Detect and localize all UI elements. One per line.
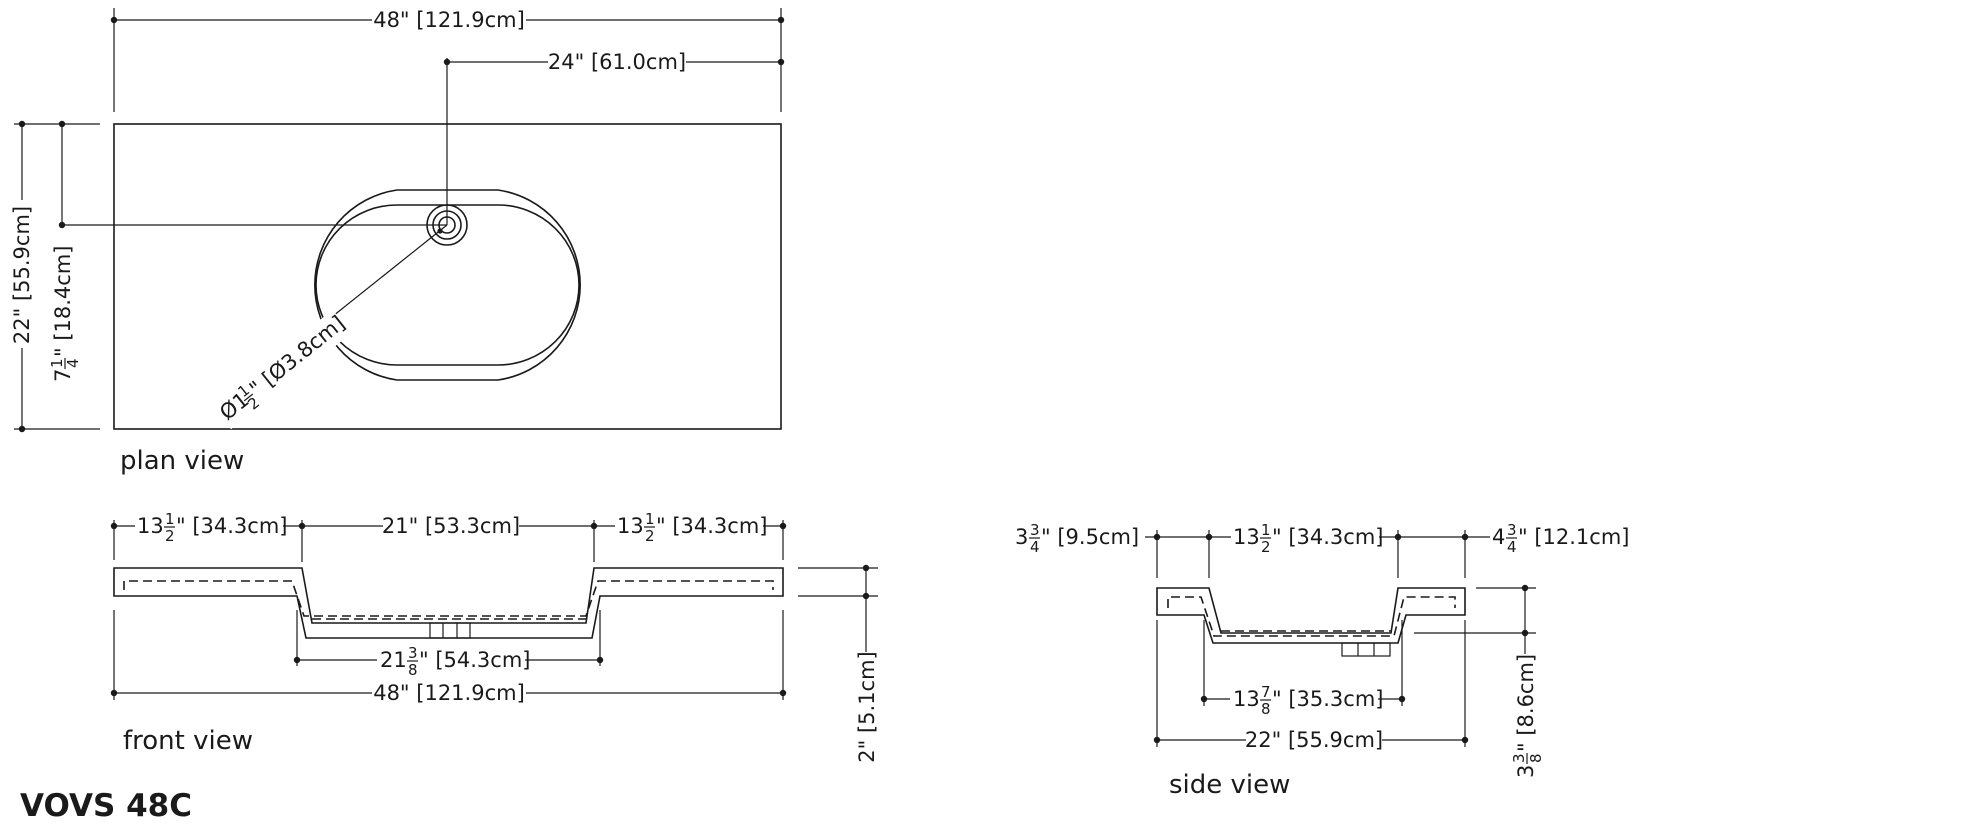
svg-text:13: 13 xyxy=(1233,525,1260,549)
svg-text:8: 8 xyxy=(1261,700,1271,718)
side-profile-outline xyxy=(1156,587,1466,644)
svg-text:" [34.3cm]: " [34.3cm] xyxy=(656,514,767,538)
plan-view: 48" [121.9cm] 24" [61.0cm] 22" [55.9cm] … xyxy=(9,6,785,476)
plan-drain-offset-label: 24" [61.0cm] xyxy=(548,50,686,74)
svg-text:3: 3 xyxy=(1510,753,1528,763)
svg-text:" [34.3cm]: " [34.3cm] xyxy=(176,514,287,538)
svg-text:1: 1 xyxy=(645,510,655,528)
plan-depth-label: 22" [55.9cm] xyxy=(10,206,34,344)
plan-drain-diameter-label: Ø1 1 2 " [Ø3.8cm] xyxy=(212,309,352,430)
svg-text:3: 3 xyxy=(1514,765,1538,778)
svg-text:" [8.6cm]: " [8.6cm] xyxy=(1514,654,1538,752)
side-drain-body xyxy=(1341,642,1391,657)
svg-text:2: 2 xyxy=(165,527,175,545)
front-basin-outer-label: 21 3 8 " [54.3cm] xyxy=(377,643,530,679)
front-overall-width-label: 48" [121.9cm] xyxy=(373,681,525,705)
svg-text:21: 21 xyxy=(380,648,407,672)
svg-text:8: 8 xyxy=(1527,753,1545,763)
front-view-label: front view xyxy=(123,726,253,756)
plan-drain-diameter-leader xyxy=(332,224,448,317)
plan-basin-inner xyxy=(315,204,580,366)
svg-text:1: 1 xyxy=(1261,521,1271,539)
plan-drain-back-label: 7 1 4 " [18.4cm] xyxy=(48,236,82,386)
product-title: VOVS 48C xyxy=(20,788,192,824)
svg-text:13: 13 xyxy=(617,514,644,538)
plan-overall-width-label: 48" [121.9cm] xyxy=(373,8,525,32)
svg-text:4: 4 xyxy=(1492,525,1505,549)
svg-text:4: 4 xyxy=(1507,538,1517,556)
front-left-width-label: 13 1 2 " [34.3cm] xyxy=(135,510,287,545)
front-thickness-label: 2" [5.1cm] xyxy=(855,651,879,762)
side-height-label: 3 3 8 " [8.6cm] xyxy=(1510,654,1545,782)
side-back-lip-label: 4 3 4 " [12.1cm] xyxy=(1490,521,1629,556)
front-right-width-label: 13 1 2 " [34.3cm] xyxy=(615,510,767,545)
svg-text:" [35.3cm]: " [35.3cm] xyxy=(1272,687,1383,711)
side-view-label: side view xyxy=(1169,770,1290,800)
side-basin-outer-label: 13 7 8 " [35.3cm] xyxy=(1230,682,1383,718)
svg-text:13: 13 xyxy=(137,514,164,538)
side-overall-width-label: 22" [55.9cm] xyxy=(1245,728,1383,752)
svg-text:" [34.3cm]: " [34.3cm] xyxy=(1272,525,1383,549)
front-view: 13 1 2 " [34.3cm] 21" [53.3cm] 13 1 2 " … xyxy=(110,510,881,763)
svg-text:7: 7 xyxy=(1261,683,1271,701)
front-drain-body xyxy=(429,622,471,639)
svg-text:" [12.1cm]: " [12.1cm] xyxy=(1518,525,1629,549)
side-front-lip-label: 3 3 4 " [9.5cm] xyxy=(1013,521,1145,556)
svg-text:" [54.3cm]: " [54.3cm] xyxy=(419,648,530,672)
svg-text:3: 3 xyxy=(408,644,418,662)
svg-text:1: 1 xyxy=(165,510,175,528)
svg-text:7: 7 xyxy=(51,369,75,382)
front-basin-width-label: 21" [53.3cm] xyxy=(382,514,520,538)
svg-text:1: 1 xyxy=(48,358,66,368)
front-profile-hidden xyxy=(123,580,774,617)
svg-text:" [Ø3.8cm]: " [Ø3.8cm] xyxy=(245,311,350,401)
side-profile-hidden xyxy=(1167,596,1456,637)
svg-text:4: 4 xyxy=(1030,538,1040,556)
svg-text:2: 2 xyxy=(1261,538,1271,556)
svg-text:13: 13 xyxy=(1233,687,1260,711)
front-profile-outline xyxy=(113,567,784,639)
plan-view-label: plan view xyxy=(120,446,244,476)
svg-text:3: 3 xyxy=(1030,521,1040,539)
svg-text:8: 8 xyxy=(408,661,418,679)
svg-text:" [9.5cm]: " [9.5cm] xyxy=(1041,525,1139,549)
svg-text:3: 3 xyxy=(1507,521,1517,539)
svg-text:4: 4 xyxy=(64,358,82,368)
side-view: 3 3 4 " [9.5cm] 13 1 2 " [34.3cm] 4 3 4 … xyxy=(1013,521,1629,800)
svg-text:" [18.4cm]: " [18.4cm] xyxy=(51,246,75,357)
side-basin-label: 13 1 2 " [34.3cm] xyxy=(1231,521,1383,556)
svg-text:3: 3 xyxy=(1015,525,1028,549)
plan-basin-outer xyxy=(314,189,581,381)
svg-text:2: 2 xyxy=(645,527,655,545)
